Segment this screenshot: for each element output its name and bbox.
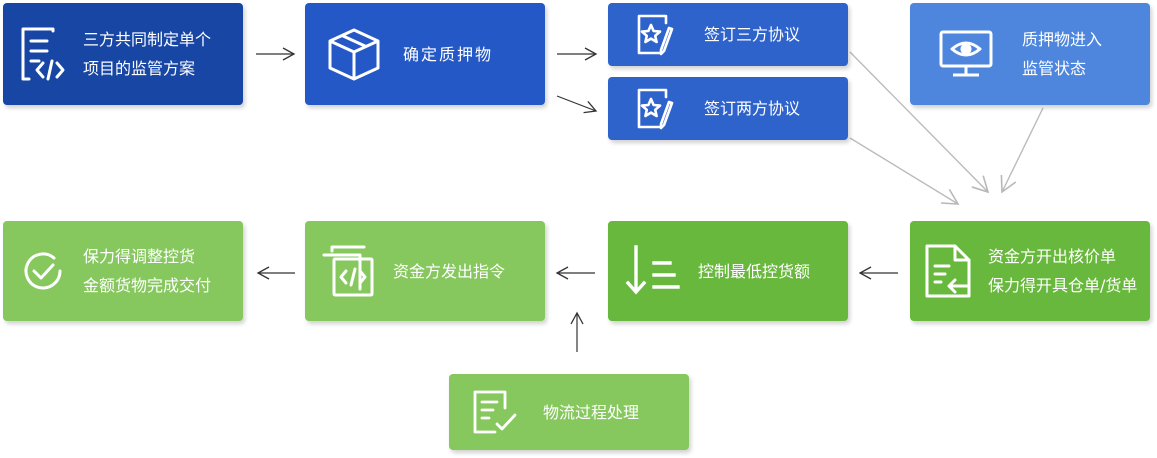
step-issue-label: 资金方开出核价单 保力得开具仓单/货单 bbox=[988, 247, 1138, 295]
document-return-icon bbox=[910, 242, 988, 300]
step-supervise: 质押物进入 监管状态 bbox=[910, 3, 1150, 105]
step-instruct: 资金方发出指令 bbox=[305, 221, 545, 321]
star-document-icon bbox=[608, 87, 704, 131]
step-control: 控制最低控货额 bbox=[608, 221, 848, 321]
step-logistics: 物流过程处理 bbox=[449, 374, 689, 450]
step-sign-three: 签订三方协议 bbox=[608, 3, 848, 66]
step-confirm-label: 确定质押物 bbox=[403, 44, 494, 64]
check-circle-icon bbox=[3, 248, 83, 294]
step-confirm: 确定质押物 bbox=[305, 3, 545, 105]
step-sign-three-label: 签订三方协议 bbox=[704, 25, 801, 44]
code-windows-icon bbox=[305, 243, 393, 299]
step-supervise-label: 质押物进入 监管状态 bbox=[1022, 30, 1103, 78]
step-sign-two: 签订两方协议 bbox=[608, 77, 848, 140]
star-document-icon bbox=[608, 13, 704, 57]
monitor-eye-icon bbox=[910, 28, 1022, 80]
document-check-icon bbox=[449, 388, 543, 436]
step-control-label: 控制最低控货额 bbox=[698, 261, 811, 281]
box-icon bbox=[305, 26, 403, 82]
arrow-confirm-to-sign-two bbox=[556, 95, 598, 114]
step-issue: 资金方开出核价单 保力得开具仓单/货单 bbox=[910, 221, 1150, 321]
step-instruct-label: 资金方发出指令 bbox=[393, 261, 506, 281]
document-code-icon bbox=[3, 25, 83, 83]
connector-sign-three-to-issue bbox=[849, 51, 990, 194]
step-logistics-label: 物流过程处理 bbox=[543, 402, 640, 422]
step-deliver: 保力得调整控货 金额货物完成交付 bbox=[3, 221, 243, 321]
step-deliver-label: 保力得调整控货 金额货物完成交付 bbox=[83, 247, 212, 295]
step-plan-label: 三方共同制定单个 项目的监管方案 bbox=[83, 30, 212, 78]
connector-supervise-to-issue bbox=[1000, 107, 1044, 194]
step-sign-two-label: 签订两方协议 bbox=[704, 99, 801, 118]
connector-sign-two-to-issue bbox=[849, 137, 960, 205]
sort-descending-icon bbox=[608, 243, 698, 299]
step-plan: 三方共同制定单个 项目的监管方案 bbox=[3, 3, 243, 105]
